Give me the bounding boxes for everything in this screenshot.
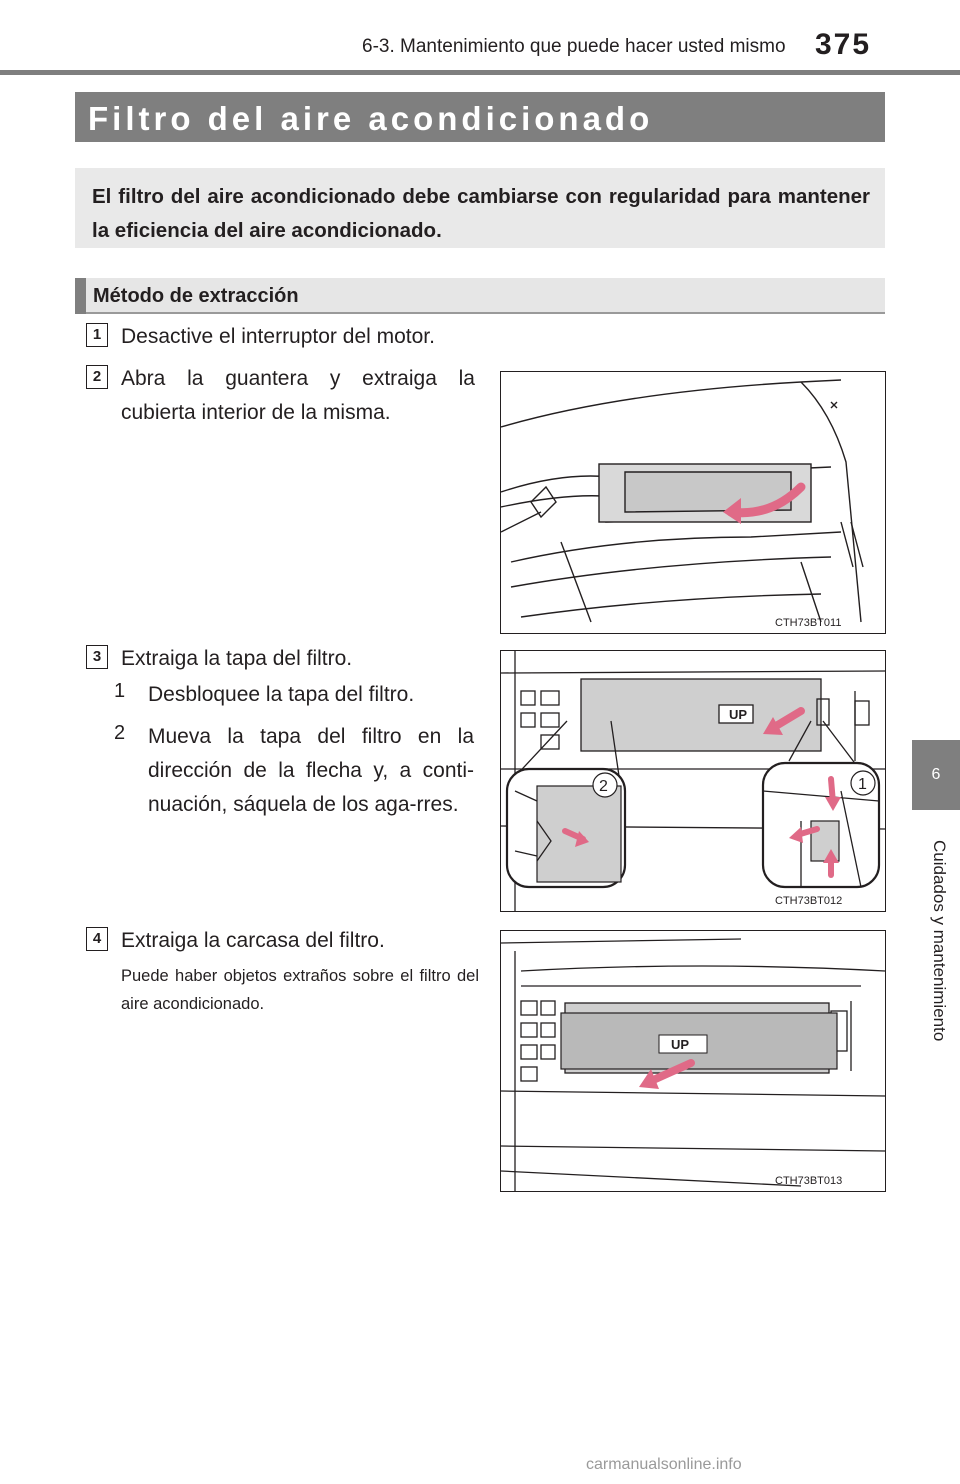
substep-text: Mueva la tapa del filtro en la dirección… [148,725,474,816]
step-text: Abra la guantera y extraiga la cubierta … [121,367,475,424]
chapter-heading: 6-3. Mantenimiento que puede hacer usted… [362,36,786,57]
up-label: UP [729,707,747,722]
watermark: carmanualsonline.info [586,1456,742,1473]
section-heading: Método de extracción [93,285,299,307]
substep-number: 2 [114,722,126,744]
step-text: Desactive el interruptor del motor. [121,325,435,348]
figure-glovebox: CTH73BT011 [500,371,886,634]
step-number: 2 [86,365,108,389]
figure-filter-cover: UP 2 1 CTH73BT012 [500,650,886,912]
chapter-tab: 6 [912,740,960,810]
page-number: 375 [815,28,872,61]
step-number: 4 [86,927,108,951]
substep-number: 1 [114,680,126,702]
header-rule [0,70,960,75]
step-text: Extraiga la carcasa del filtro. [121,929,385,952]
callout-1: 1 [858,776,867,793]
chapter-tab-label: Cuidados y mantenimiento [930,840,949,1042]
figure-code: CTH73BT012 [775,895,843,907]
figure-code: CTH73BT011 [775,617,842,629]
section-bar [75,278,885,314]
intro-box [75,168,885,248]
callout-2: 2 [599,778,608,795]
page-title: Filtro del aire acondicionado [88,100,654,137]
figure-code: CTH73BT013 [775,1175,843,1187]
title-bar [75,92,885,142]
up-label: UP [671,1037,689,1052]
figure-filter-housing: UP CTH73BT013 [500,930,886,1192]
step-text: Extraiga la tapa del filtro. [121,647,353,670]
intro-text: El filtro del aire acondicionado debe ca… [92,185,870,242]
step-note: Puede haber objetos extraños sobre el fi… [121,967,479,1013]
step-number: 1 [86,323,108,347]
step-number: 3 [86,645,108,669]
substep-text: Desbloquee la tapa del filtro. [148,683,415,706]
section-accent [75,278,86,314]
